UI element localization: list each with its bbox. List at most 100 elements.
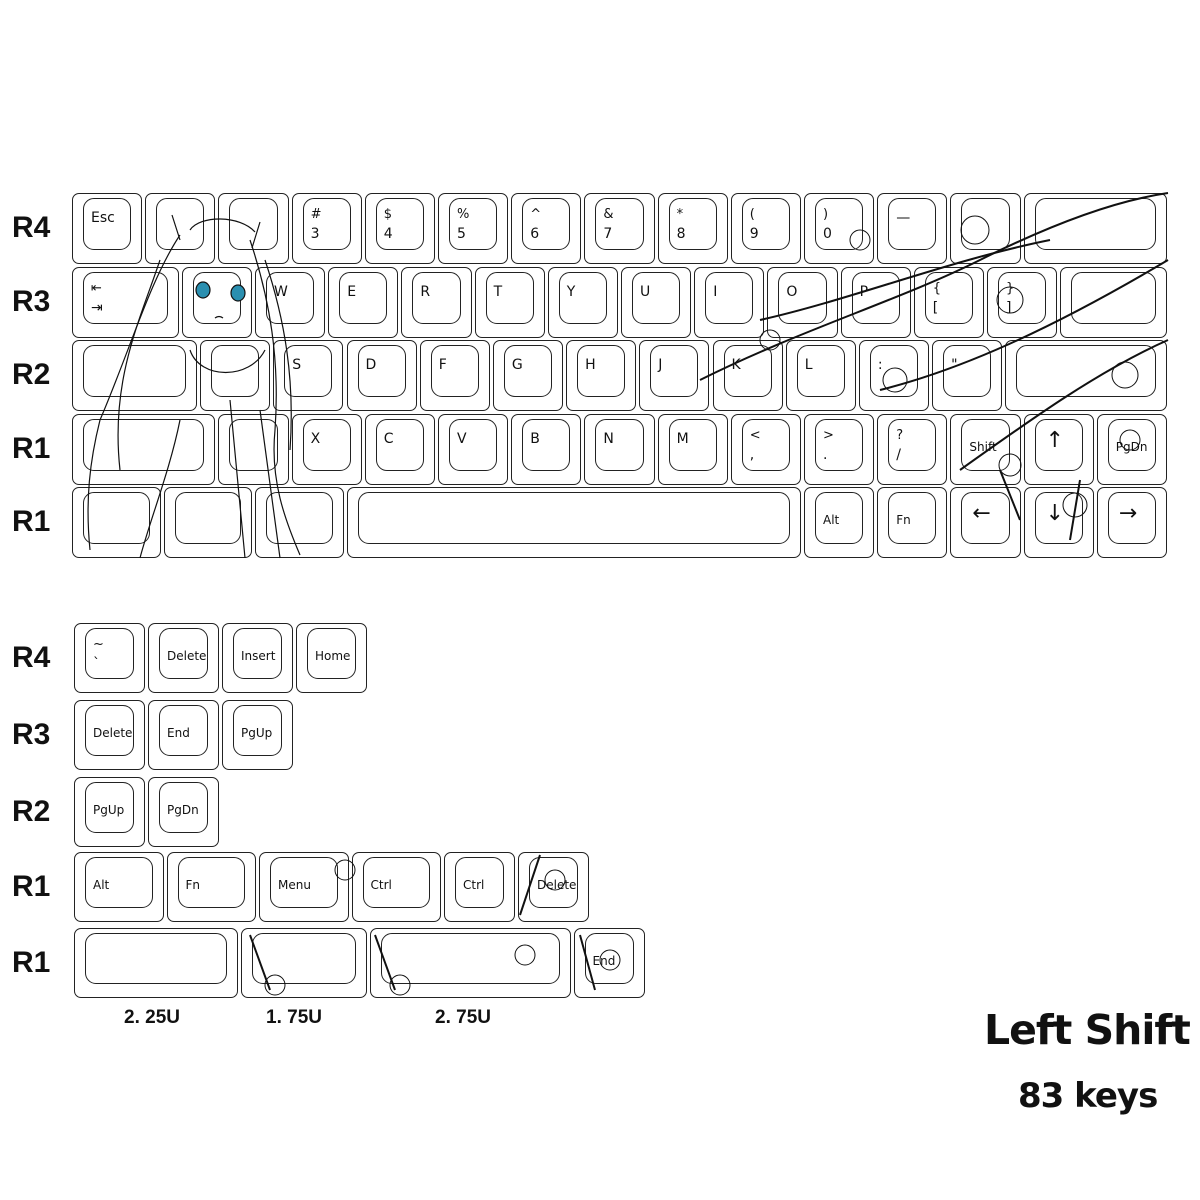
- keycap-symbol: ↑: [1023, 413, 1094, 485]
- key-legend-bottom: ⇥: [91, 299, 103, 316]
- keycap-top-surface: [156, 198, 205, 250]
- keycap-blank: [74, 928, 238, 998]
- keycap-top-surface: [266, 492, 333, 544]
- keycap-symbol: {[: [913, 266, 984, 338]
- keycap-blank: [218, 413, 289, 485]
- key-legend: Delete: [167, 649, 207, 663]
- keycap-symbol: (9: [730, 193, 801, 264]
- keycap-blank: [218, 193, 289, 264]
- keycap-top-surface: *8: [668, 198, 717, 250]
- keycap-symbol: }]: [987, 266, 1058, 338]
- key-legend-top: F: [438, 357, 447, 373]
- key-legend: Delete: [537, 878, 577, 892]
- keycap-blank: [240, 928, 367, 998]
- key-legend-top: L: [804, 357, 813, 373]
- arrow-icon: ←: [972, 501, 991, 526]
- key-legend-top: V: [457, 430, 467, 447]
- keycap-top-surface: ?/: [888, 418, 937, 471]
- keycap-s: S: [273, 340, 344, 411]
- keycap-top-surface: End: [159, 705, 208, 756]
- keycap-w: W: [255, 266, 326, 338]
- key-legend-bottom: 9: [749, 226, 759, 242]
- keycap-symbol: —: [877, 193, 948, 264]
- keycap-top-surface: J: [650, 345, 699, 397]
- keycap-pgup: PgUp: [222, 700, 293, 770]
- key-legend-top: ": [951, 357, 958, 373]
- key-legend-top: *: [676, 207, 684, 222]
- key-legend-top: %: [457, 207, 470, 222]
- keycap-top-surface: [381, 933, 560, 984]
- keycap-top-surface: Ctrl: [362, 857, 430, 908]
- key-legend-top: H: [585, 357, 596, 373]
- keycap-top-surface: F: [430, 345, 479, 397]
- arrow-icon: ↑: [1045, 427, 1065, 453]
- keycap-top-surface: :: [869, 345, 919, 397]
- keycap-h: H: [566, 340, 637, 411]
- key-legend-top: M: [676, 430, 689, 447]
- keycap-n: N: [584, 413, 655, 485]
- row-label: R1: [12, 431, 51, 465]
- keycap-top-surface: G: [503, 345, 553, 397]
- row-label: R3: [12, 284, 51, 318]
- key-legend: PgUp: [93, 803, 125, 817]
- keycap-top-surface: [357, 492, 790, 544]
- keycap-y: Y: [547, 266, 618, 338]
- row-label: R4: [12, 641, 51, 674]
- key-legend-bottom: 8: [676, 226, 686, 242]
- keycap-symbol: <,: [730, 413, 801, 485]
- key-legend-bottom: 0: [823, 226, 832, 242]
- size-label-2-75u: 2. 75U: [435, 1007, 491, 1028]
- keycap-blank: [163, 487, 252, 558]
- keycap-home: Home: [296, 623, 367, 693]
- keycap-top-surface: [251, 933, 356, 984]
- keycap-blank: [200, 340, 271, 411]
- row-label: R3: [12, 718, 51, 751]
- keycap-top-surface: H: [577, 345, 626, 397]
- key-legend-bottom: 6: [530, 226, 540, 242]
- keycap-delete: Delete: [74, 700, 145, 770]
- key-legend-top: K: [731, 357, 741, 373]
- keycap-blank: [346, 487, 801, 558]
- key-legend-top: $: [383, 207, 393, 222]
- keycap-top-surface: ~`: [85, 628, 134, 679]
- keycap-v: V: [438, 413, 509, 485]
- keycap-fn: Fn: [166, 852, 256, 922]
- key-legend-top: C: [383, 430, 394, 447]
- keycap-top-surface: Alt: [85, 857, 153, 908]
- keycap-blank: [255, 487, 344, 558]
- keycap-top-surface: P: [851, 271, 900, 324]
- keycap-top-surface: End: [584, 933, 634, 984]
- key-legend-bottom: ,: [749, 446, 755, 463]
- keycap-symbol: >.: [804, 413, 875, 485]
- keycap-symbol: ↓: [1023, 487, 1094, 558]
- keycap-blank: [1023, 193, 1167, 264]
- row-label: R1: [12, 505, 51, 538]
- keycap-top-surface: ↓: [1034, 492, 1083, 544]
- keycap-symbol: &7: [584, 193, 655, 264]
- keycap-pgdn: PgDn: [148, 777, 219, 847]
- keycap-top-surface: R: [412, 271, 461, 324]
- keycap-top-surface: )0: [815, 198, 864, 250]
- keycap-top-surface: Fn: [177, 857, 245, 908]
- keycap-blank: [1060, 266, 1167, 338]
- keycap-top-surface: [192, 271, 241, 324]
- keycap-blank: [145, 193, 216, 264]
- keycap-top-surface: O: [778, 271, 827, 324]
- key-legend-top: O: [786, 283, 798, 300]
- keycap-top-surface: %5: [449, 198, 498, 250]
- key-legend-bottom: `: [93, 656, 100, 672]
- keycap-k: K: [712, 340, 783, 411]
- keycap-blank: [72, 487, 161, 558]
- keycap-r: R: [401, 266, 472, 338]
- keycap-top-surface: [85, 933, 227, 984]
- key-legend: Alt: [93, 878, 110, 892]
- keycap-top-surface: Insert: [233, 628, 282, 679]
- key-legend-bottom: ]: [1006, 299, 1012, 316]
- keycap-blank: [1005, 340, 1167, 411]
- size-label-2-25u: 2. 25U: [124, 1007, 180, 1028]
- keycap-top-surface: ": [943, 345, 992, 397]
- keycap-m: M: [657, 413, 728, 485]
- key-legend-top: #: [310, 207, 322, 222]
- keycap-top-surface: PgDn: [1107, 418, 1156, 471]
- keycap-top-surface: N: [595, 418, 644, 471]
